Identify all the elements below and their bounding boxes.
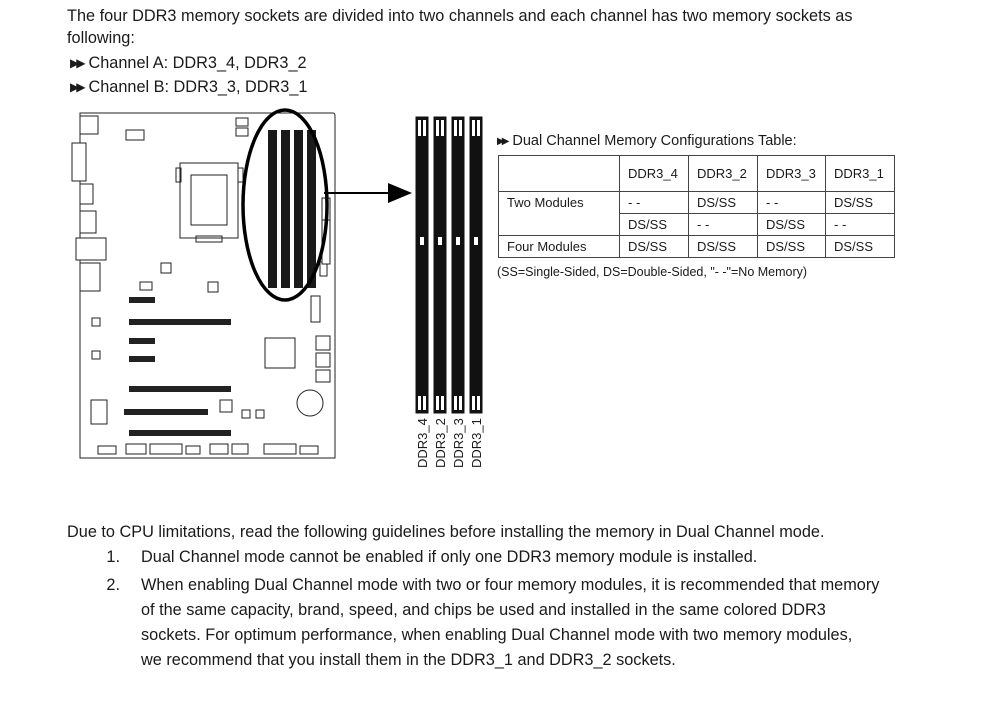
motherboard-outline xyxy=(79,112,336,459)
list-text-line: of the same capacity, brand, speed, and … xyxy=(141,601,826,619)
motherboard-diagram: DDR3_4 DDR3_2 DDR3_3 DDR3_1 xyxy=(71,108,484,468)
list-text-line: When enabling Dual Channel mode with two… xyxy=(141,576,880,594)
list-item: 1. Dual Channel mode cannot be enabled i… xyxy=(102,545,902,569)
channel-b-item: ▶▶Channel B: DDR3_3, DDR3_1 xyxy=(70,76,307,99)
slot-label-ddr3-4: DDR3_4 xyxy=(415,418,430,468)
table-cell: - - xyxy=(757,191,826,214)
cpu-socket xyxy=(175,162,244,243)
channel-a-item: ▶▶Channel A: DDR3_4, DDR3_2 xyxy=(70,52,307,75)
table-header-cell: DDR3_2 xyxy=(688,155,758,192)
table-row: DS/SS - - DS/SS - - xyxy=(499,213,895,236)
double-arrow-icon: ▶▶ xyxy=(70,56,86,70)
table-cell: Four Modules xyxy=(498,235,620,258)
table-row: Four Modules DS/SS DS/SS DS/SS DS/SS xyxy=(498,235,895,258)
table-cell: DS/SS xyxy=(825,235,895,258)
channel-b-label: Channel B: DDR3_3, DDR3_1 xyxy=(88,78,308,96)
board-dimm-slots xyxy=(268,130,316,288)
table-note: (SS=Single-Sided, DS=Double-Sided, "- -"… xyxy=(497,265,808,279)
table-cell: DS/SS xyxy=(757,235,826,258)
pointer-arrow-icon xyxy=(324,183,412,203)
table-header-cell: DDR3_1 xyxy=(825,155,895,192)
table-cell: - - xyxy=(619,191,689,214)
intro-line-1: The four DDR3 memory sockets are divided… xyxy=(67,7,853,25)
table-row: Two Modules - - DS/SS - - DS/SS xyxy=(498,191,895,236)
table-title-item: ▶▶Dual Channel Memory Configurations Tab… xyxy=(497,133,797,149)
table-cell: - - xyxy=(688,213,758,236)
slot-label-ddr3-2: DDR3_2 xyxy=(433,418,448,468)
table-header-row: DDR3_4 DDR3_2 DDR3_3 DDR3_1 xyxy=(498,155,895,192)
table-cell: DS/SS xyxy=(619,235,689,258)
list-text-line: Dual Channel mode cannot be enabled if o… xyxy=(141,548,758,566)
enlarged-dimm-slots xyxy=(415,116,483,414)
list-number: 1. xyxy=(106,548,120,566)
dimm-highlight-ellipse xyxy=(241,108,329,302)
table-cell: DS/SS xyxy=(619,213,689,236)
slot-labels: DDR3_4 DDR3_2 DDR3_3 DDR3_1 xyxy=(415,418,484,468)
memory-config-table: DDR3_4 DDR3_2 DDR3_3 DDR3_1 Two Modules … xyxy=(498,155,895,258)
table-cell: DS/SS xyxy=(688,235,758,258)
list-item: 2. When enabling Dual Channel mode with … xyxy=(102,573,902,673)
double-arrow-icon: ▶▶ xyxy=(70,80,86,94)
list-text-line: we recommend that you install them in th… xyxy=(141,651,676,669)
slot-label-ddr3-1: DDR3_1 xyxy=(469,418,484,468)
guidelines-intro: Due to CPU limitations, read the followi… xyxy=(67,523,825,541)
guidelines-list: 1. Dual Channel mode cannot be enabled i… xyxy=(102,545,902,685)
table-cell: Two Modules xyxy=(498,191,620,236)
intro-line-2: following: xyxy=(67,29,135,47)
board-headers xyxy=(90,117,331,455)
table-cell: - - xyxy=(825,213,895,236)
table-cell: DS/SS xyxy=(688,191,758,214)
table-title: Dual Channel Memory Configurations Table… xyxy=(512,133,797,149)
table-cell: DS/SS xyxy=(757,213,826,236)
channel-a-label: Channel A: DDR3_4, DDR3_2 xyxy=(88,54,307,72)
table-header-cell: DDR3_3 xyxy=(757,155,826,192)
table-cell: DS/SS xyxy=(825,191,895,214)
pcie-slots xyxy=(124,297,231,436)
list-text-line: sockets. For optimum performance, when e… xyxy=(141,626,853,644)
list-number: 2. xyxy=(106,576,120,594)
table-header-cell: DDR3_4 xyxy=(619,155,689,192)
double-arrow-icon: ▶▶ xyxy=(497,136,510,147)
battery-icon xyxy=(296,389,324,417)
rear-io-ports xyxy=(71,115,107,292)
table-header-cell xyxy=(498,155,620,192)
slot-label-ddr3-3: DDR3_3 xyxy=(451,418,466,468)
